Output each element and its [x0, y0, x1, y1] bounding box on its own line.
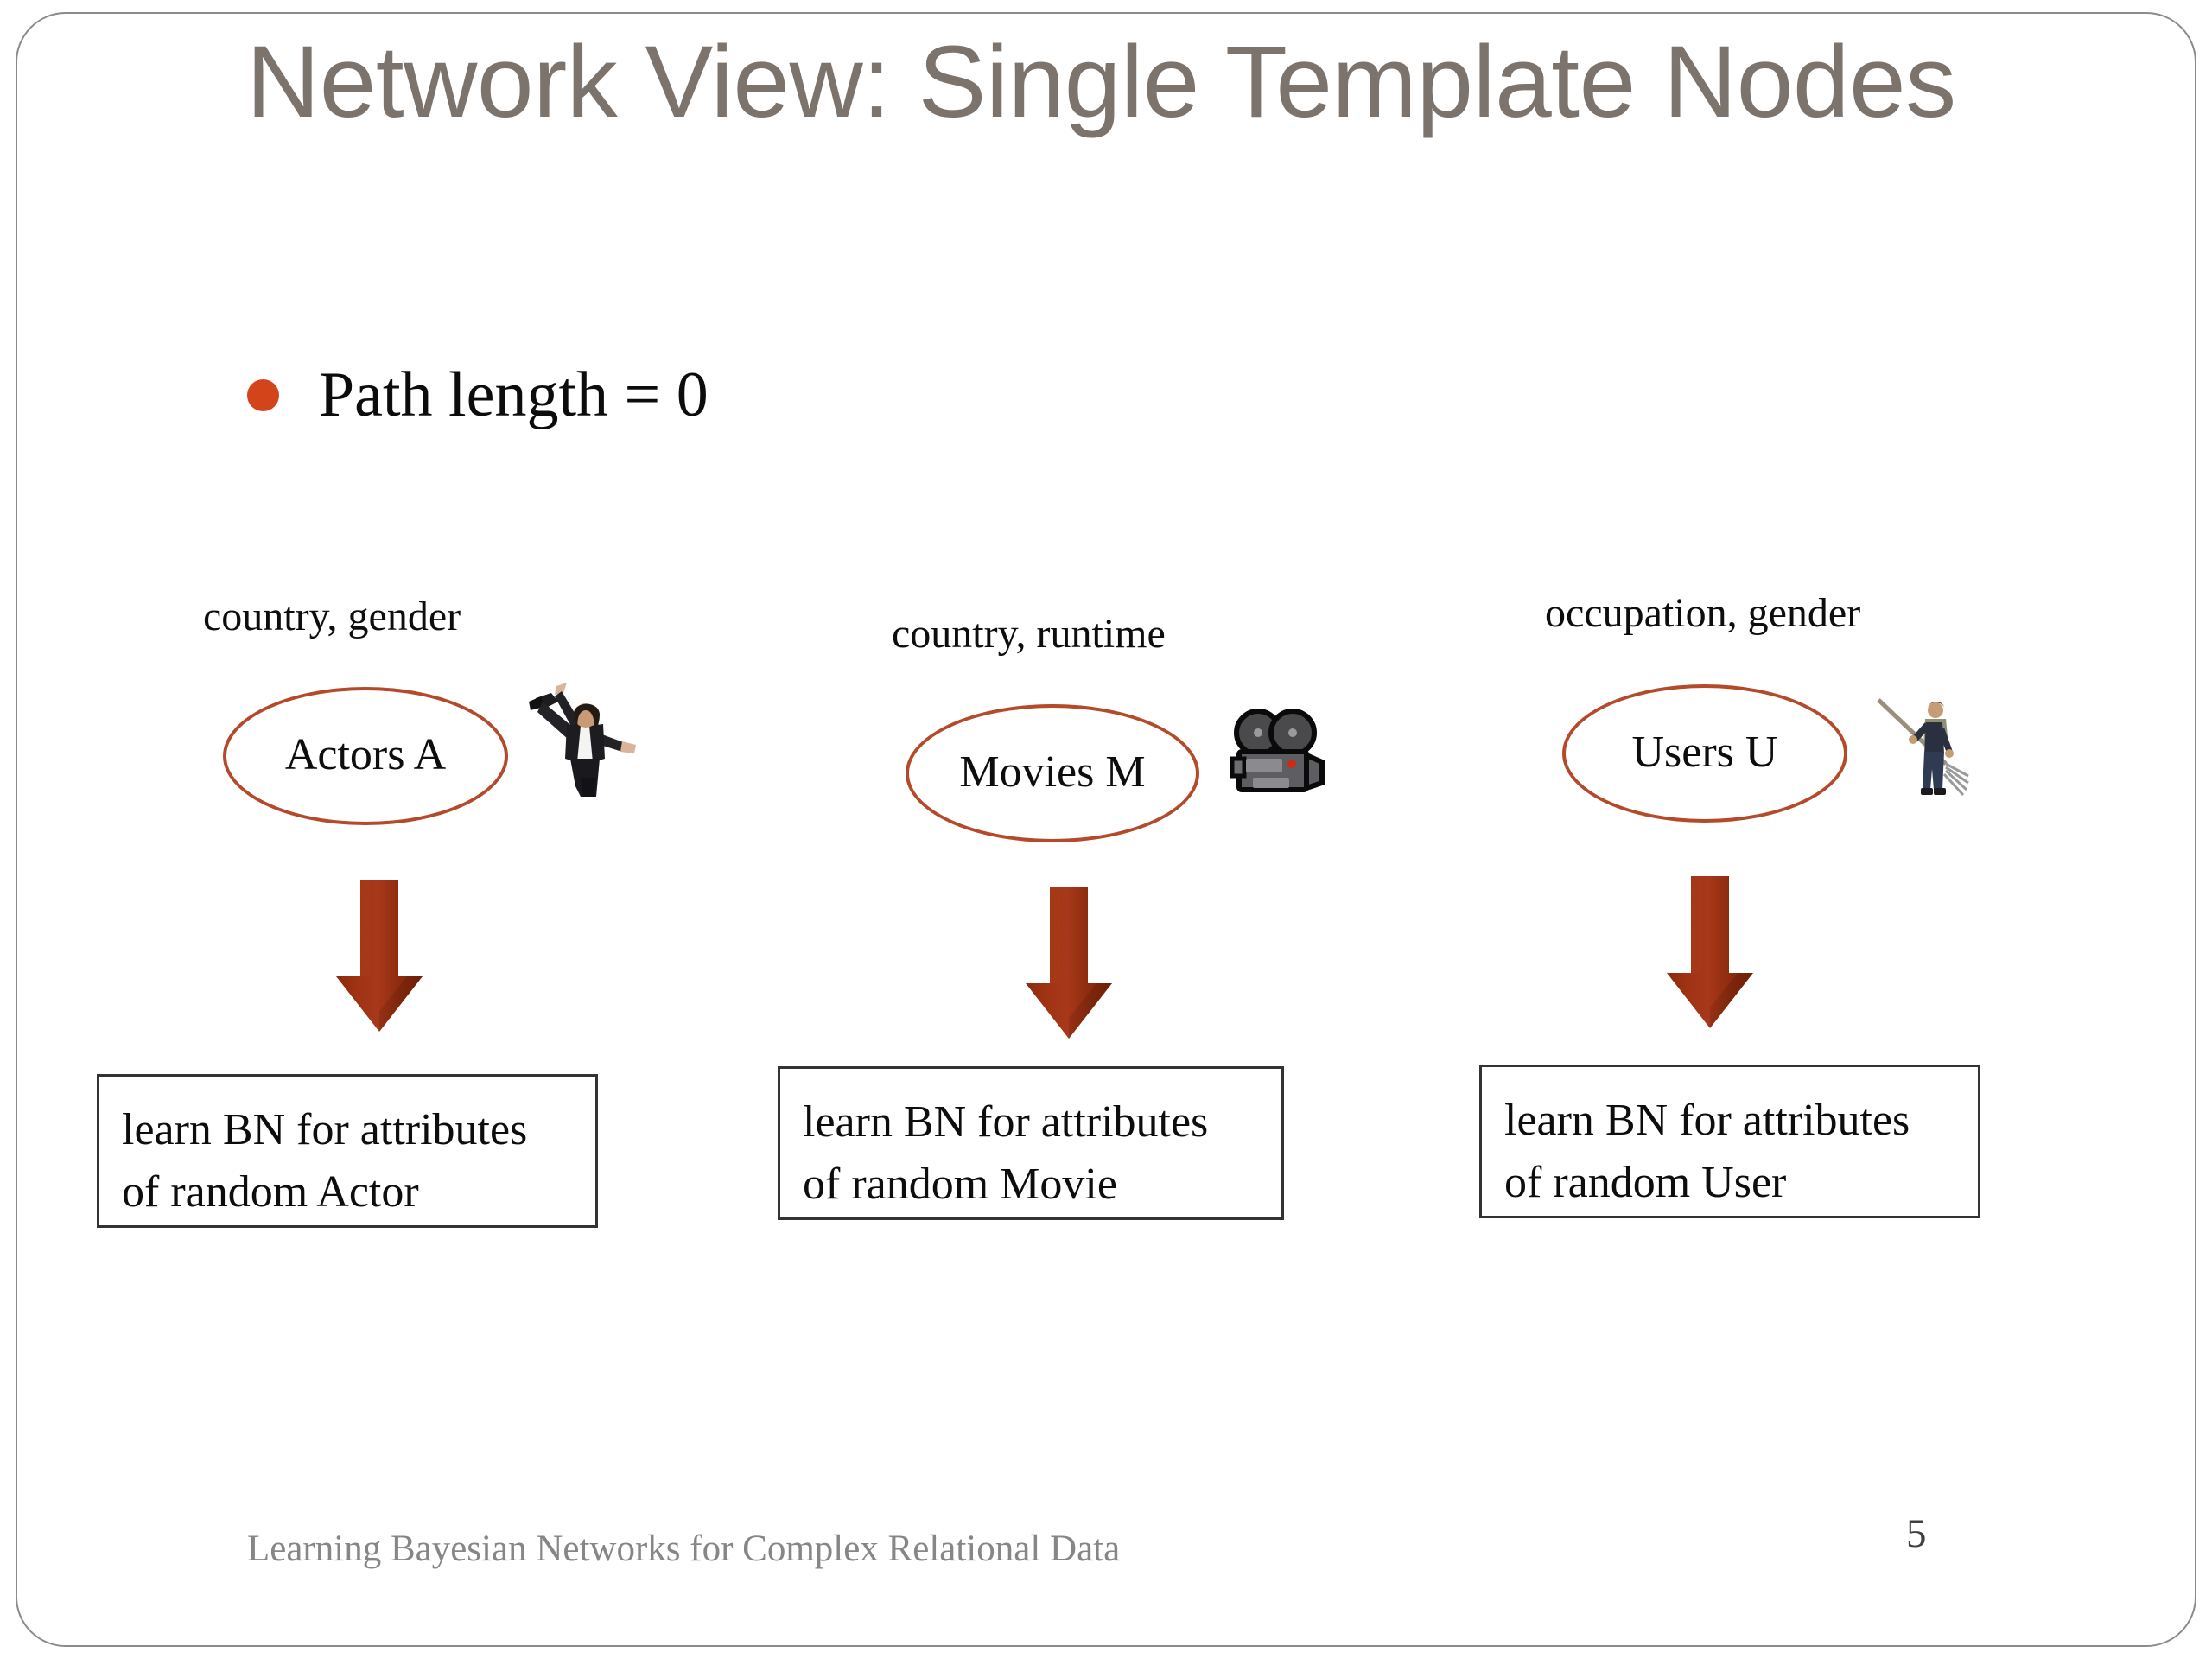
down-arrow-actors [336, 880, 423, 1032]
output-box-line1-users: learn BN for attributes [1504, 1096, 1910, 1145]
page-number: 5 [1906, 1511, 1927, 1556]
bullet-item-label: Path length = 0 [319, 359, 709, 430]
output-box-users: learn BN for attributes of random User [1479, 1065, 1980, 1218]
output-box-line1-actors: learn BN for attributes [122, 1105, 528, 1154]
output-box-line2-actors: of random Actor [122, 1166, 419, 1217]
output-box-line2-movies: of random Movie [803, 1159, 1117, 1209]
node-ellipse-actors[interactable]: Actors A [223, 687, 508, 825]
output-box-line2-users: of random User [1504, 1157, 1787, 1207]
page-title: Network View: Single Template Nodes [246, 25, 1956, 139]
bullet-dot-icon [247, 378, 279, 411]
down-arrow-users [1667, 876, 1753, 1028]
node-ellipse-movies[interactable]: Movies M [906, 704, 1199, 842]
node-label-actors: Actors A [284, 729, 447, 779]
movie-camera-icon [1230, 709, 1325, 792]
bullet-item: Path length = 0 [247, 363, 709, 427]
dancing-actor-photo [529, 683, 636, 797]
attribute-label-actors: country, gender [203, 594, 461, 639]
output-box-line1-movies: learn BN for attributes [803, 1097, 1209, 1147]
node-ellipse-users[interactable]: Users U [1562, 684, 1847, 823]
farmer-photo [1877, 698, 1969, 797]
node-label-movies: Movies M [959, 747, 1146, 797]
attribute-label-users: occupation, gender [1545, 590, 1861, 636]
node-label-users: Users U [1631, 727, 1778, 777]
attribute-label-movies: country, runtime [892, 611, 1166, 657]
down-arrow-movies [1026, 887, 1112, 1039]
output-box-actors: learn BN for attributes of random Actor [97, 1074, 598, 1228]
output-box-movies: learn BN for attributes of random Movie [778, 1066, 1284, 1220]
footer-label: Learning Bayesian Networks for Complex R… [247, 1529, 1121, 1569]
